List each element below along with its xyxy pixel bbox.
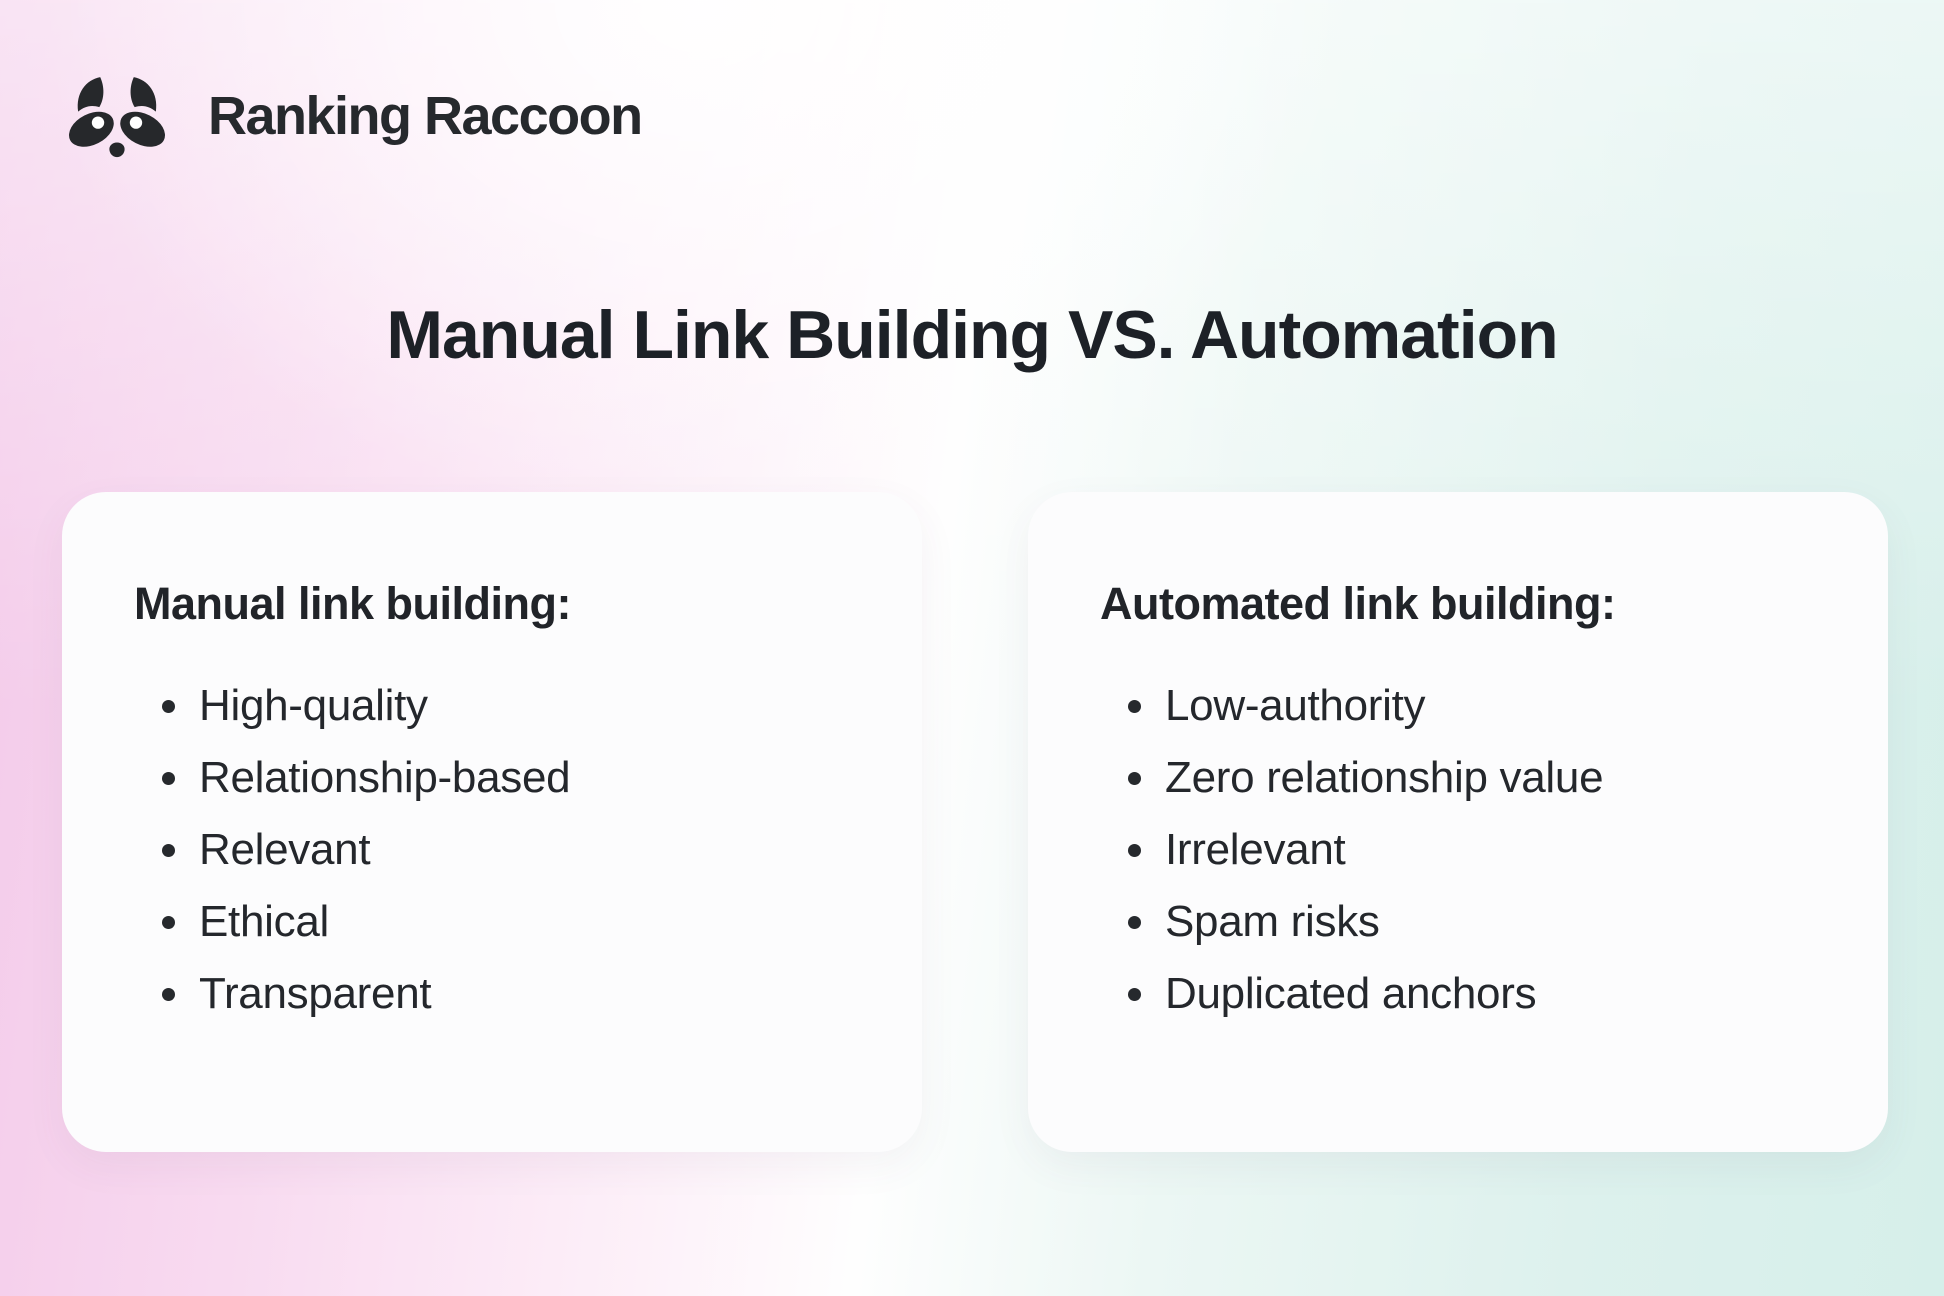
list-item-label: Spam risks: [1165, 897, 1380, 946]
list-item-label: Relationship-based: [199, 753, 571, 802]
list-item: Zero relationship value: [1100, 742, 1832, 814]
brand-name: Ranking Raccoon: [208, 86, 643, 146]
list-item-label: Low-authority: [1165, 681, 1426, 730]
list-item: Relevant: [134, 814, 866, 886]
bullet-dot-icon: [1128, 843, 1141, 857]
list-item: Ethical: [134, 886, 866, 958]
page-title: Manual Link Building VS. Automation: [386, 297, 1558, 373]
automated-card-list: Low-authority Zero relationship value Ir…: [1100, 670, 1832, 1030]
list-item: High-quality: [134, 670, 866, 742]
automated-card-heading: Automated link building:: [1100, 578, 1616, 629]
manual-card-heading: Manual link building:: [134, 578, 571, 629]
bullet-dot-icon: [162, 843, 175, 857]
bullet-dot-icon: [1128, 987, 1141, 1001]
list-item-label: Ethical: [199, 897, 329, 946]
bullet-dot-icon: [1128, 699, 1141, 713]
list-item-label: Zero relationship value: [1165, 753, 1604, 802]
bullet-dot-icon: [1128, 915, 1141, 929]
list-item-label: Duplicated anchors: [1165, 969, 1537, 1018]
bullet-dot-icon: [162, 987, 175, 1001]
manual-link-building-card: Manual link building: High-quality Relat…: [62, 492, 922, 1152]
raccoon-face-icon: [64, 70, 170, 162]
list-item: Duplicated anchors: [1100, 958, 1832, 1030]
list-item-label: Relevant: [199, 825, 371, 874]
bullet-dot-icon: [162, 771, 175, 785]
bullet-dot-icon: [162, 699, 175, 713]
automated-link-building-card: Automated link building: Low-authority Z…: [1028, 492, 1888, 1152]
manual-card-list: High-quality Relationship-based Relevant…: [134, 670, 866, 1030]
list-item: Spam risks: [1100, 886, 1832, 958]
bullet-dot-icon: [162, 915, 175, 929]
list-item: Irrelevant: [1100, 814, 1832, 886]
list-item: Transparent: [134, 958, 866, 1030]
bullet-dot-icon: [1128, 771, 1141, 785]
list-item-label: Irrelevant: [1165, 825, 1346, 874]
list-item: Low-authority: [1100, 670, 1832, 742]
list-item: Relationship-based: [134, 742, 866, 814]
list-item-label: Transparent: [199, 969, 432, 1018]
list-item-label: High-quality: [199, 681, 428, 730]
brand-lockup: Ranking Raccoon: [64, 70, 643, 162]
